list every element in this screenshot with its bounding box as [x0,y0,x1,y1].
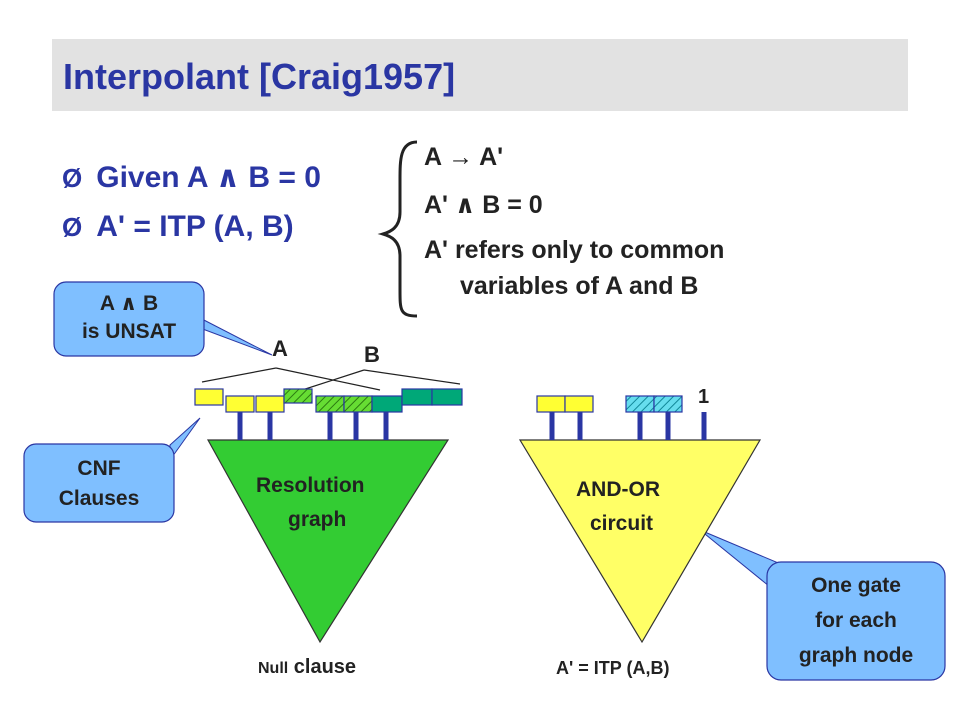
callout-unsat-bubble [53,281,205,357]
circuit-label-1: AND-OR [576,478,660,501]
callout-unsat-line-2: is UNSAT [81,320,177,343]
null-clause-word: clause [293,656,357,678]
callout-gate-text: One gate for each graph node [767,568,945,673]
resolution-label-2: graph [288,508,347,531]
clause-a-2 [225,395,255,413]
clause-grouping-lines [201,367,461,393]
clause-a-3 [255,395,285,413]
callout-gate-line-3: graph node [798,644,914,667]
null-clause-label: Null clause [258,656,356,679]
circuit-input-3 [625,395,655,413]
resolution-label-1: Resolution [256,474,365,497]
resolution-graph-triangle [206,439,450,644]
resolution-input-wires [237,412,389,440]
callout-gate-line-2: for each [815,609,897,632]
callout-gate-line-1: One gate [811,574,901,597]
curly-brace [377,140,418,318]
circuit-input-2 [564,395,594,413]
clause-shared-3 [343,395,373,413]
circuit-inputs [536,395,683,413]
callout-unsat-tail [199,317,273,356]
bullet-given: Ø Given A ∧ B = 0 [62,160,321,195]
circuit-label-2: circuit [590,512,654,535]
clause-a-1 [194,388,224,406]
label-a: A [272,336,288,361]
callout-cnf-line-2: Clauses [58,487,140,510]
clause-b-3 [431,388,463,406]
callout-cnf-line-1: CNF [77,457,121,480]
callout-gate-bubble [766,561,946,681]
label-b: B [364,342,380,367]
circuit-input-4 [653,395,683,413]
slide-title: Interpolant [Craig1957] [63,56,456,97]
label-constant-one: 1 [698,386,710,408]
bullet-itp: Ø A' = ITP (A, B) [62,210,294,244]
clause-shared-1 [283,388,313,404]
clause-b-1 [371,395,403,413]
callout-cnf-text: CNF Clauses [24,454,174,514]
property-common-vars-1: A' refers only to common [424,236,725,264]
bullet-given-text: Given A ∧ B = 0 [96,161,321,194]
clause-shared-2 [315,395,345,413]
circuit-input-1 [536,395,566,413]
property-common-vars-2: variables of A and B [460,272,699,300]
title-bar [52,39,908,111]
property-unsat: A' ∧ B = 0 [424,191,543,219]
callout-cnf-bubble [23,443,175,523]
bullet-arrow-icon: Ø [62,212,83,242]
property-implies: A → A' [424,143,504,171]
callout-cnf-tail [169,417,201,462]
bullet-arrow-icon: Ø [62,163,83,193]
clause-b-2 [401,388,433,406]
itp-output-label: A' = ITP (A,B) [556,658,670,678]
cnf-clauses [194,388,463,413]
circuit-input-wires [549,412,707,440]
callout-unsat-line-1: A ∧ B [99,292,159,315]
bullet-itp-text: A' = ITP (A, B) [96,210,294,243]
null-clause-prefix: Null [258,660,289,677]
callout-unsat-text: A ∧ B is UNSAT [54,290,204,346]
